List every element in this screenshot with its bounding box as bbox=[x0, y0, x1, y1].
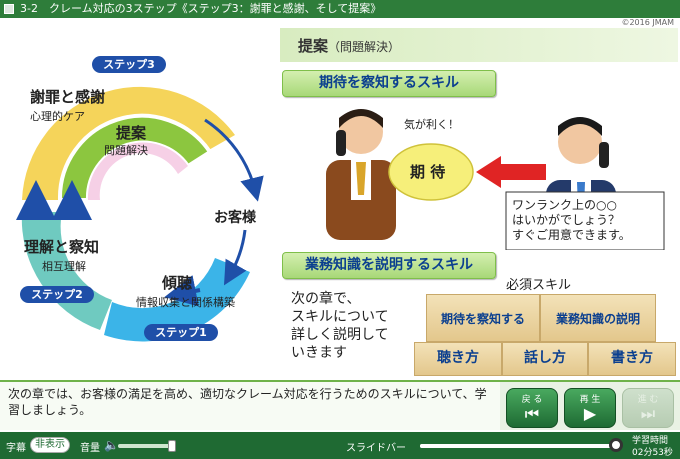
volume-slider-knob[interactable] bbox=[168, 440, 176, 452]
skip-back-icon: ⏮ bbox=[524, 404, 540, 423]
title-bar: 3-2 クレーム対応の3ステップ《ステップ3：謝罪と感謝、そして提案》 bbox=[0, 0, 680, 18]
caption-text: 次の章では、お客様の満足を高め、適切なクレーム対応を行うためのスキルについて、学… bbox=[8, 387, 487, 417]
skill-knowledge-box: 業務知識の説明 bbox=[540, 294, 656, 342]
apology-arc bbox=[22, 86, 235, 200]
back-label: 戻 る bbox=[521, 395, 543, 405]
three-step-cycle-diagram: ステップ3 謝罪と感謝 心理的ケア 提案 問題解決 お客様 理解と察知 相互理解… bbox=[0, 40, 290, 360]
caption-area bbox=[0, 380, 500, 430]
skill-listen-box: 聴き方 bbox=[414, 342, 502, 376]
slide-bar-fill bbox=[420, 444, 616, 448]
window-icon bbox=[4, 4, 14, 14]
expectation-cloud bbox=[388, 143, 474, 201]
scene-graphic: 気が利く！ 期 待 bbox=[326, 109, 665, 251]
listening-subtitle: 情報収集と関係構築 bbox=[136, 296, 235, 309]
step3-badge: ステップ3 bbox=[92, 56, 166, 73]
step1-badge: ステップ1 bbox=[144, 324, 218, 341]
study-time-label: 学習時間 bbox=[632, 436, 669, 446]
phone-icon bbox=[336, 130, 346, 156]
skill-anticipate-box: 期待を察知する bbox=[426, 294, 540, 342]
play-icon: ▶ bbox=[583, 404, 597, 423]
copyright: ©2016 JMAM bbox=[621, 18, 674, 27]
staff-speech-line3: すぐご用意できます。 bbox=[512, 228, 631, 242]
next-label: 進 む bbox=[637, 395, 659, 405]
listening-arc bbox=[104, 258, 250, 342]
slide-bar-label: スライドバー bbox=[346, 443, 406, 454]
staff-speech-box bbox=[505, 191, 665, 251]
notice-text: 気が利く！ bbox=[404, 117, 459, 131]
step2-badge: ステップ2 bbox=[20, 286, 94, 303]
proposal-title: 提案 bbox=[116, 124, 147, 142]
skill-anticipate-label: 期待を察知するスキル bbox=[282, 70, 496, 97]
next-chapter-text: 次の章で、 スキルについて 詳しく説明して いきます bbox=[291, 291, 389, 361]
apology-subtitle: 心理的ケア bbox=[30, 110, 85, 123]
slide-bar-knob[interactable] bbox=[609, 438, 623, 452]
skill-explain-label: 業務知識を説明するスキル bbox=[282, 252, 496, 279]
phone-call-illustration: 気が利く！ 期 待 ワンランク上の○○ はいかがでしょう？ すぐご用意できます。 bbox=[296, 100, 676, 251]
arrow-left-icon bbox=[476, 156, 546, 188]
skill-write-box: 書き方 bbox=[588, 342, 676, 376]
expectation-text: 期 待 bbox=[410, 163, 445, 181]
staff-speech-line1: ワンランク上の○○ bbox=[512, 198, 617, 212]
understanding-subtitle: 相互理解 bbox=[42, 260, 86, 273]
volume-label: 音量 bbox=[80, 443, 100, 454]
proposal-subtitle: 問題解決 bbox=[104, 144, 148, 157]
footer-bar: 字幕 非表示 音量 🔈 スライドバー 学習時間 02分53秒 bbox=[0, 432, 680, 459]
speaker-icon: 🔈 bbox=[104, 438, 119, 452]
apology-title: 謝罪と感謝 bbox=[30, 88, 106, 106]
skill-speak-box: 話し方 bbox=[502, 342, 588, 376]
play-label: 再 生 bbox=[579, 395, 601, 405]
study-time-value: 02分53秒 bbox=[632, 448, 673, 458]
staff-speech-line2: はいかがでしょう？ bbox=[512, 213, 621, 227]
volume-slider-track[interactable] bbox=[118, 444, 176, 448]
phone-icon bbox=[599, 142, 609, 168]
next-button[interactable]: 進 む ⏭ bbox=[622, 388, 674, 428]
listening-title: 傾聴 bbox=[162, 274, 193, 292]
back-button[interactable]: 戻 る ⏮ bbox=[506, 388, 558, 428]
understanding-title: 理解と察知 bbox=[24, 238, 100, 256]
customer-label: お客様 bbox=[214, 210, 256, 226]
page-title: 3-2 クレーム対応の3ステップ《ステップ3：謝罪と感謝、そして提案》 bbox=[20, 2, 382, 15]
required-skills-label: 必須スキル bbox=[506, 278, 572, 293]
caption-label: 字幕 bbox=[6, 443, 26, 454]
section-title: 提案（問題解決） bbox=[298, 37, 401, 55]
play-button[interactable]: 再 生 ▶ bbox=[564, 388, 616, 428]
caption-toggle-button[interactable]: 非表示 bbox=[30, 437, 70, 453]
skip-forward-icon: ⏭ bbox=[640, 404, 656, 423]
section-header: 提案（問題解決） bbox=[280, 28, 678, 62]
